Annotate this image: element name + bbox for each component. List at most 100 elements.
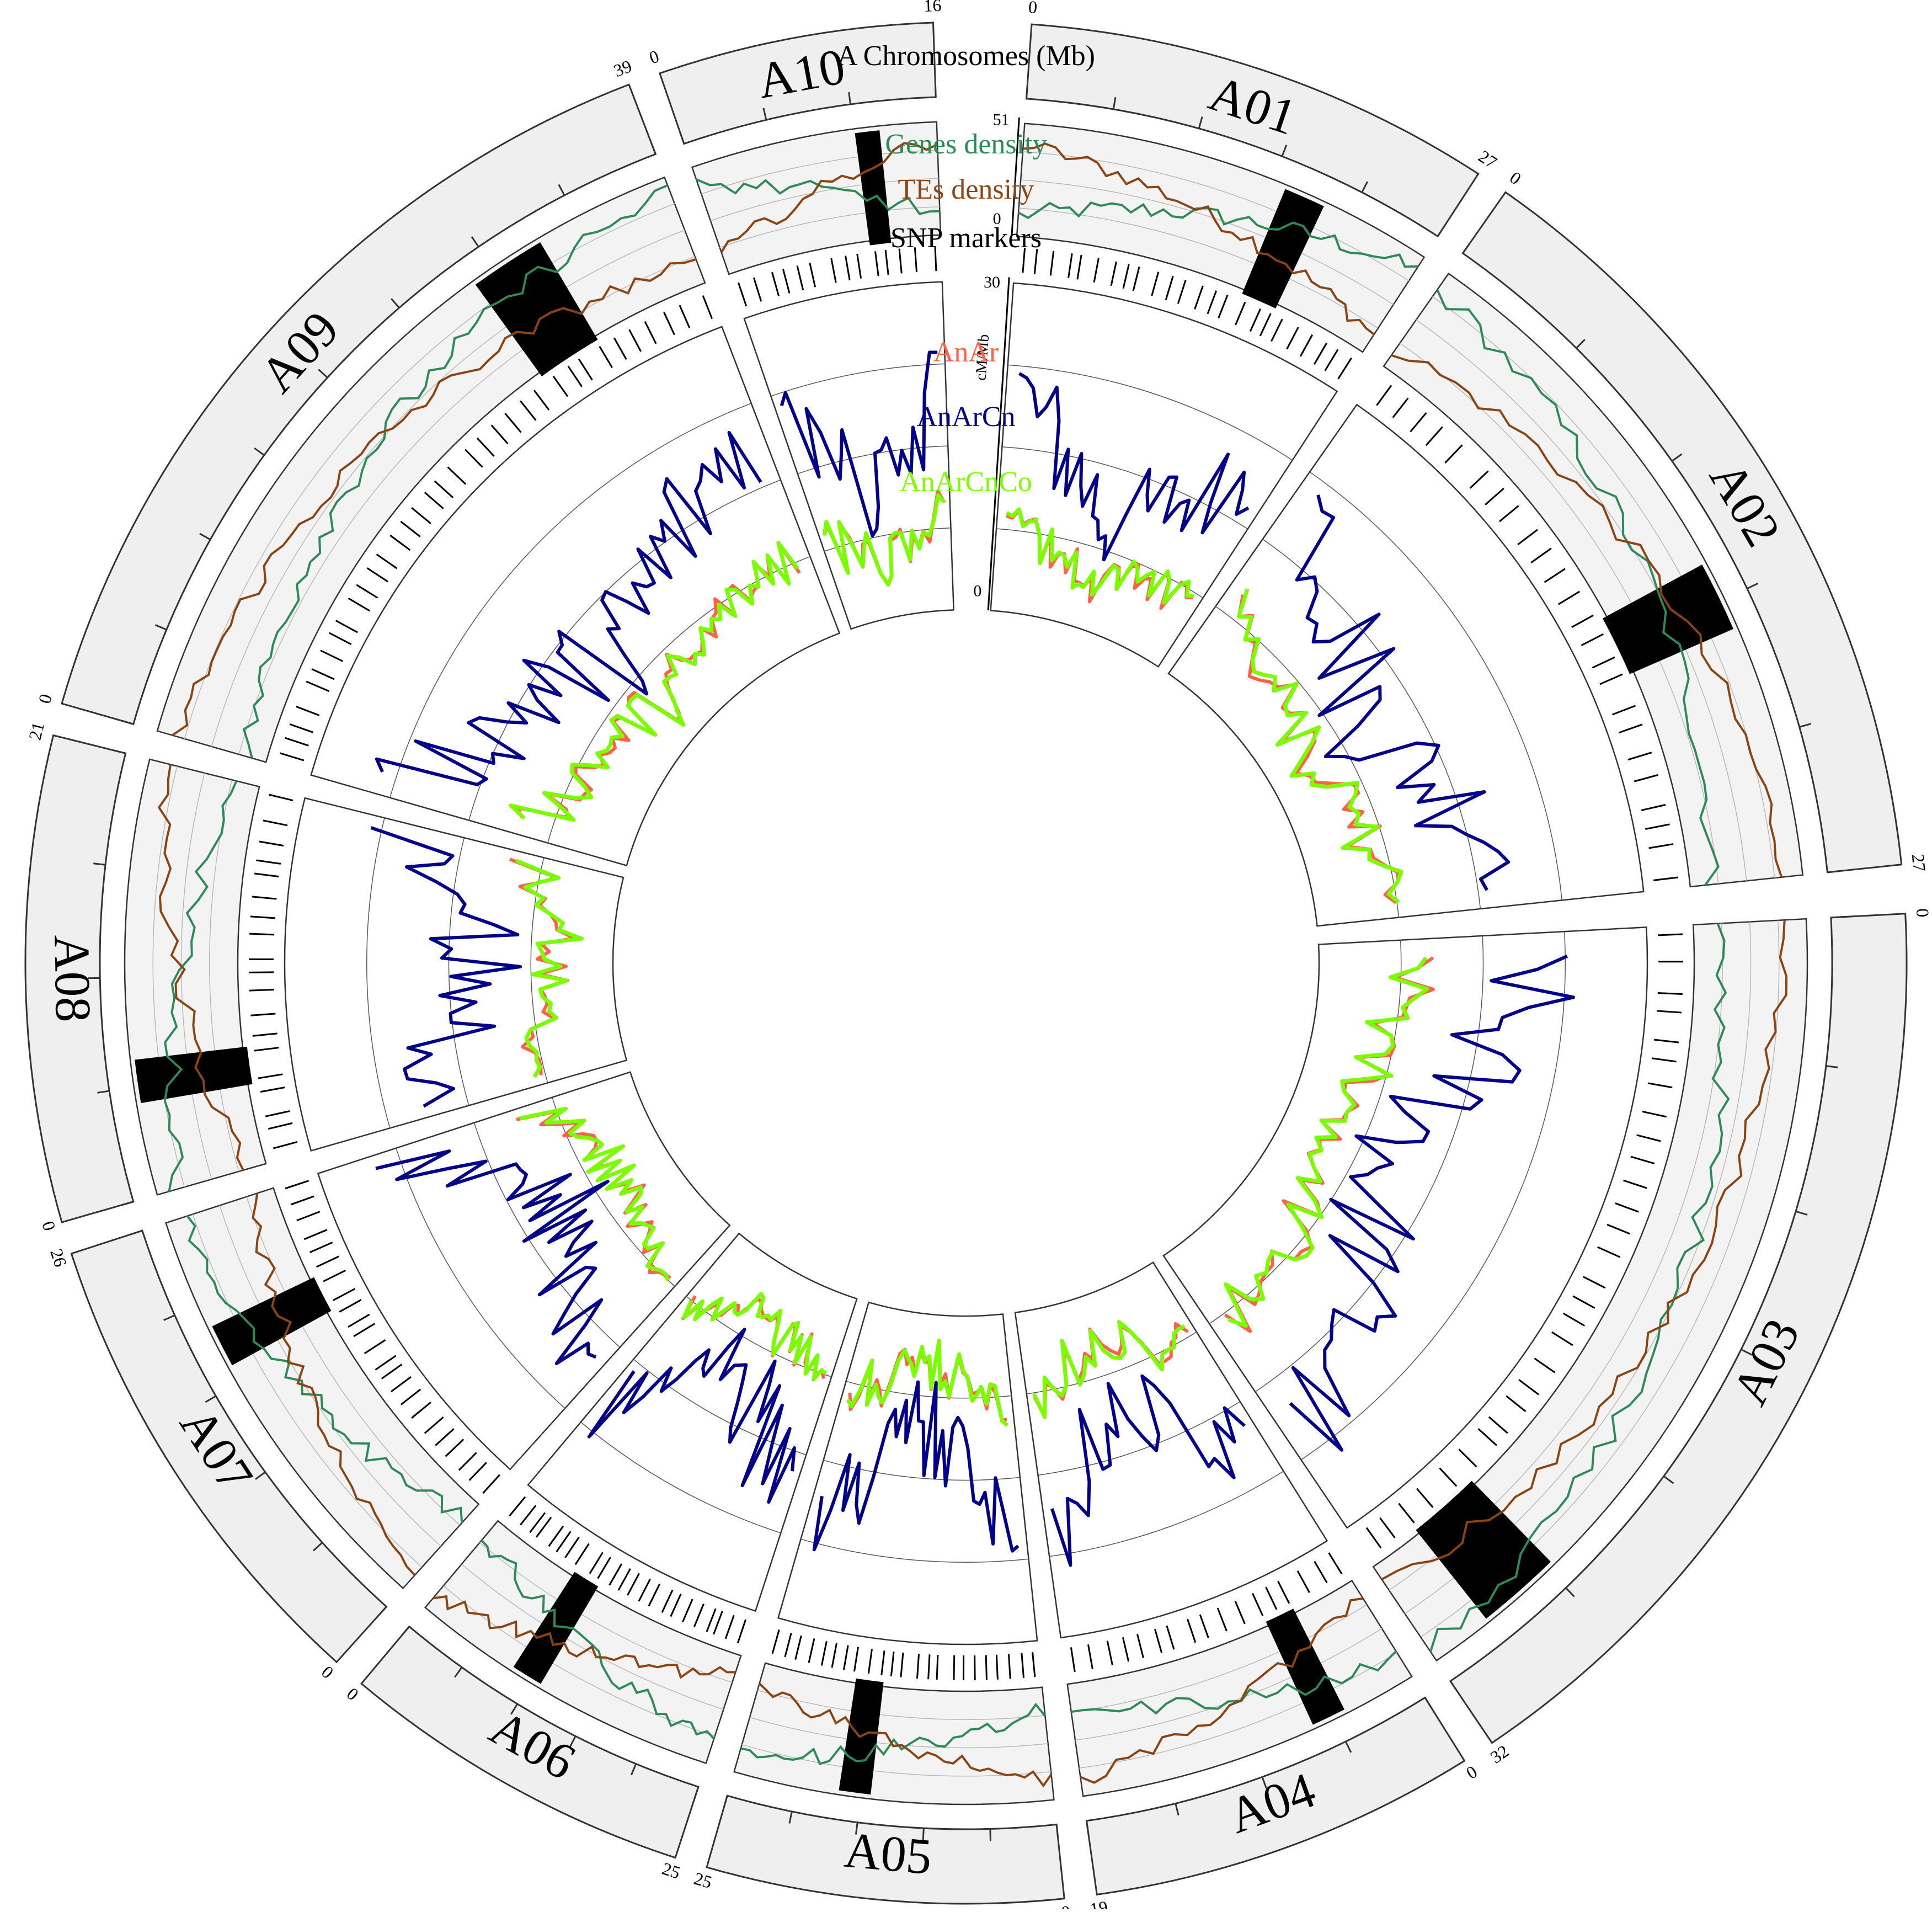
chromosome-start-label-a03: 0 xyxy=(1913,908,1932,918)
snp-marker xyxy=(509,1497,525,1516)
snp-marker xyxy=(671,1594,681,1617)
snp-marker xyxy=(333,1288,355,1300)
recombination-axis-max: 30 xyxy=(984,273,1000,291)
snp-marker xyxy=(575,1544,589,1565)
snp-marker xyxy=(1572,615,1593,627)
snp-marker xyxy=(1563,1313,1585,1326)
snp-marker xyxy=(810,263,815,287)
snp-marker xyxy=(1367,1528,1381,1548)
snp-marker xyxy=(694,1604,703,1627)
snp-marker xyxy=(1459,1449,1476,1467)
snp-marker xyxy=(738,1620,745,1643)
snp-marker xyxy=(1410,413,1426,432)
snp-marker xyxy=(1195,286,1203,309)
ideogram-tick xyxy=(935,85,936,97)
chromosome-start-label-a07: 0 xyxy=(318,1661,338,1682)
snp-marker xyxy=(772,272,778,296)
snp-marker xyxy=(882,1650,884,1675)
snp-marker xyxy=(1166,276,1173,300)
snp-marker xyxy=(1208,291,1216,314)
snp-marker xyxy=(854,1647,858,1671)
ideogram-tick xyxy=(1027,87,1028,99)
snp-marker xyxy=(254,874,279,877)
snp-marker xyxy=(317,1256,339,1267)
snp-marker xyxy=(549,1526,563,1547)
legend-anarcnco: AnArCnCo xyxy=(900,466,1032,498)
snp-marker xyxy=(1235,1601,1245,1623)
snp-marker xyxy=(1552,1332,1573,1345)
snp-marker xyxy=(809,1638,814,1663)
snp-marker xyxy=(469,1462,487,1480)
snp-marker xyxy=(365,1340,386,1354)
snp-marker xyxy=(1624,1180,1647,1188)
snp-marker xyxy=(534,390,549,410)
snp-marker xyxy=(1260,313,1271,336)
snp-marker xyxy=(614,338,626,359)
snp-marker xyxy=(310,1242,333,1252)
snp-marker xyxy=(1613,706,1636,715)
snp-marker xyxy=(401,521,420,537)
snp-marker xyxy=(868,1649,872,1674)
snp-marker xyxy=(901,1653,903,1677)
snp-marker xyxy=(1631,1157,1655,1164)
snp-marker xyxy=(1583,1277,1605,1288)
snp-marker xyxy=(377,555,397,569)
snp-marker xyxy=(1499,505,1519,521)
snp-marker xyxy=(917,1654,919,1679)
snp-marker xyxy=(797,266,803,290)
snp-marker xyxy=(1652,1058,1677,1062)
snp-marker xyxy=(579,359,592,380)
snp-marker xyxy=(600,347,612,368)
snp-marker xyxy=(772,1629,779,1653)
snp-marker xyxy=(1657,1011,1682,1013)
chromosome-start-label-a02: 0 xyxy=(1506,167,1525,189)
legend-snp-markers: SNP markers xyxy=(890,222,1042,254)
snp-marker xyxy=(1287,327,1299,349)
snp-marker xyxy=(1399,1504,1414,1523)
snp-marker xyxy=(1641,805,1666,811)
legend-tes-density: TEs density xyxy=(898,174,1034,205)
chromosome-end-label-a09: 39 xyxy=(611,56,634,81)
snp-marker xyxy=(256,860,281,864)
snp-marker xyxy=(367,568,388,582)
snp-marker xyxy=(435,1429,453,1445)
snp-marker xyxy=(1598,1247,1620,1257)
snp-marker xyxy=(885,250,888,275)
snp-marker xyxy=(375,1356,396,1370)
snp-marker xyxy=(459,1452,477,1470)
snp-marker xyxy=(258,1074,282,1078)
snp-marker xyxy=(306,681,329,691)
chromosome-end-label-a02: 27 xyxy=(1908,853,1930,873)
chromosome-start-label-a08: 0 xyxy=(38,1219,60,1233)
snp-marker xyxy=(1653,877,1678,880)
snp-marker xyxy=(1077,255,1081,279)
snp-marker xyxy=(846,255,850,280)
snp-marker xyxy=(1648,1083,1672,1088)
snp-marker xyxy=(412,1402,431,1418)
snp-marker xyxy=(252,897,277,899)
snp-marker xyxy=(336,621,358,632)
snp-marker xyxy=(1489,1417,1508,1433)
snp-marker xyxy=(1439,1468,1456,1486)
snp-marker xyxy=(465,450,482,467)
snp-marker xyxy=(259,842,284,846)
snp-marker xyxy=(1250,309,1260,332)
snp-marker xyxy=(1178,280,1186,303)
snp-marker xyxy=(1417,1489,1433,1508)
snp-marker xyxy=(263,821,287,825)
chromosome-end-label-a04: 19 xyxy=(1088,1897,1109,1909)
snp-marker xyxy=(1235,302,1245,325)
snp-marker xyxy=(553,376,568,397)
snp-marker xyxy=(273,1142,297,1148)
snp-marker xyxy=(477,438,494,456)
snp-marker xyxy=(1266,1587,1277,1610)
snp-marker xyxy=(1315,1561,1327,1583)
snp-marker xyxy=(285,738,309,745)
snp-marker xyxy=(649,1584,660,1606)
snp-marker xyxy=(1518,530,1538,545)
snp-marker xyxy=(249,972,274,973)
snp-marker xyxy=(725,1615,734,1638)
chromosome-label-a08: A08 xyxy=(44,934,102,1022)
snp-marker xyxy=(783,269,789,294)
snp-marker xyxy=(425,492,444,509)
